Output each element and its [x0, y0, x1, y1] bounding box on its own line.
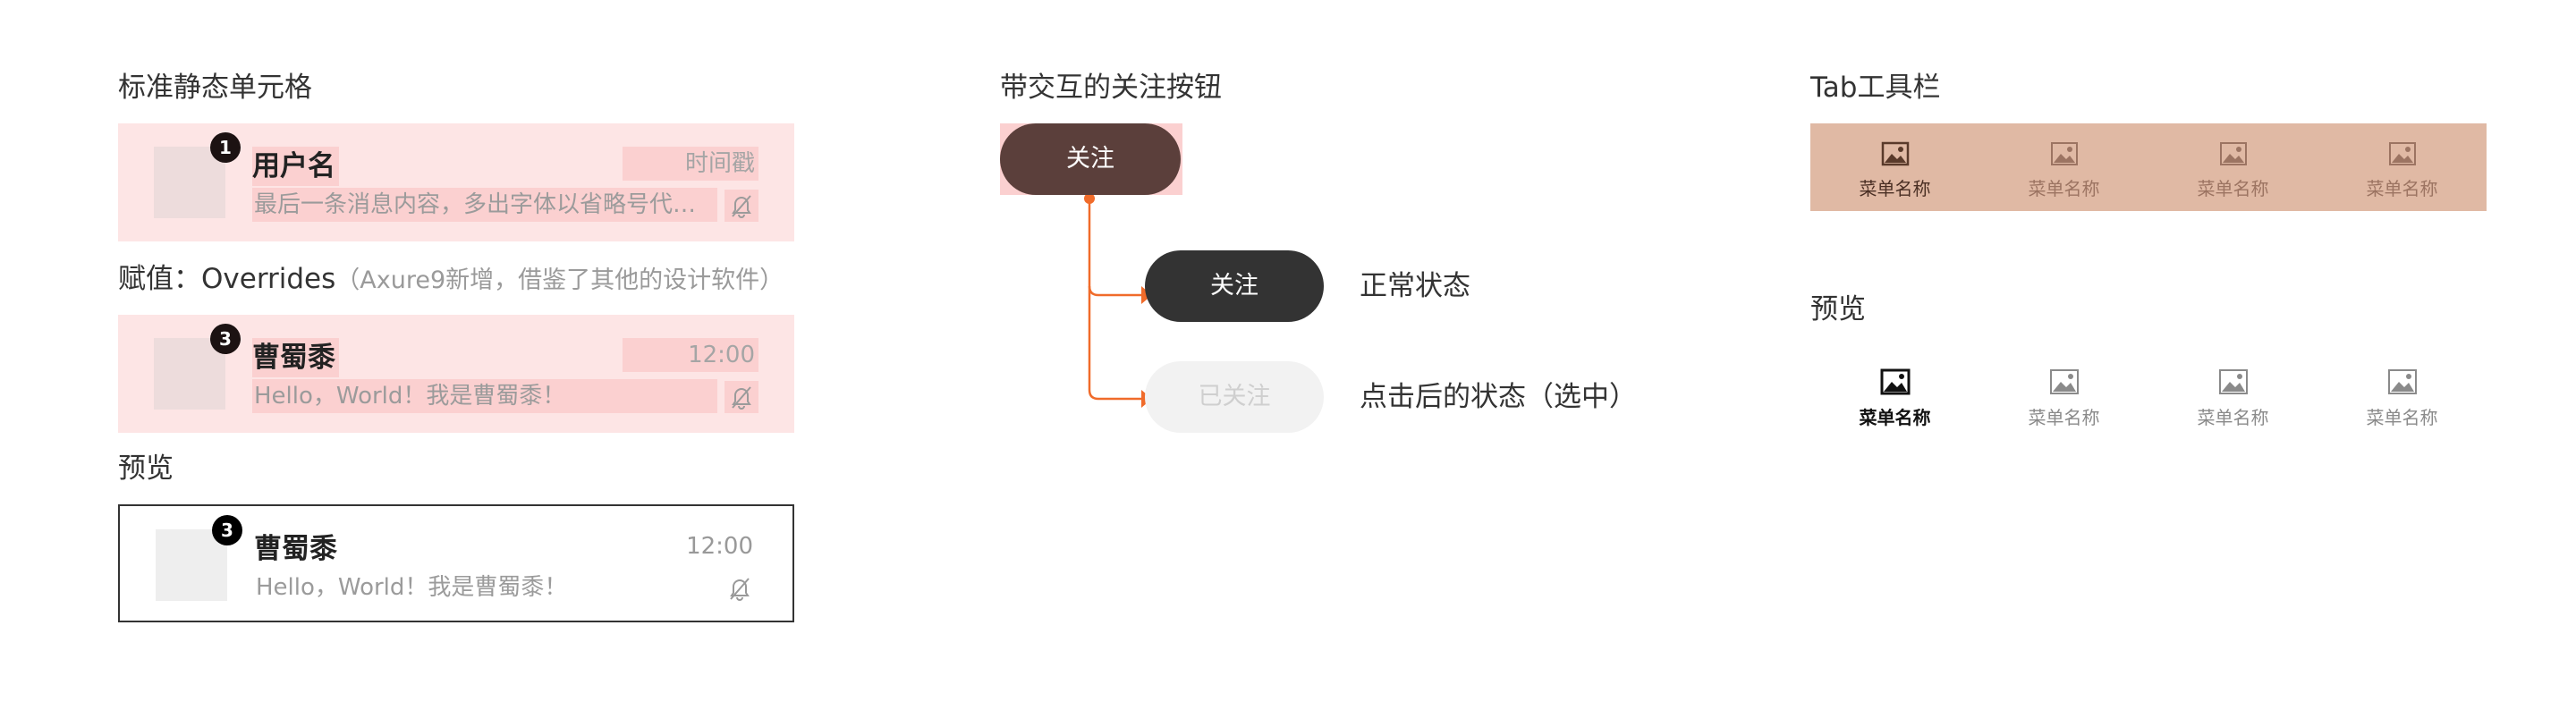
timestamp: 12:00: [686, 533, 753, 560]
section-title-static-cell: 标准静态单元格: [118, 72, 312, 104]
image-icon: [2220, 142, 2247, 165]
image-icon: [2389, 142, 2416, 165]
last-message: Hello，World！我是曹蜀黍！: [252, 379, 717, 413]
last-message: Hello，World！我是曹蜀黍！: [256, 574, 568, 601]
username: 曹蜀黍: [252, 338, 339, 377]
avatar: [154, 338, 225, 410]
state-label-normal: 正常状态: [1360, 270, 1470, 302]
tab-item[interactable]: 菜单名称: [1979, 123, 2148, 211]
tab-label: 菜单名称: [2366, 178, 2438, 199]
mute-bell-icon: [724, 381, 758, 413]
tab-label: 菜单名称: [2197, 178, 2269, 199]
section-title-follow-button: 带交互的关注按钮: [1000, 72, 1222, 104]
section-title-tab-toolbar: Tab工具栏: [1810, 72, 1941, 104]
tab-item[interactable]: 菜单名称: [2318, 123, 2487, 211]
unread-badge: 3: [212, 515, 242, 545]
message-cell-override[interactable]: 3 曹蜀黍 12:00 Hello，World！我是曹蜀黍！: [118, 315, 794, 433]
image-icon: [2051, 142, 2078, 165]
mute-bell-icon: [724, 190, 758, 222]
tab-label: 菜单名称: [1859, 407, 1931, 428]
follow-button[interactable]: 关注: [1000, 123, 1181, 195]
timestamp: 时间戳: [623, 147, 758, 181]
state-connector: [1084, 193, 1152, 408]
preview-tab-item[interactable]: 菜单名称: [2148, 361, 2318, 442]
image-icon: [2219, 369, 2248, 394]
tab-toolbar: 菜单名称 菜单名称 菜单名称 菜单名称: [1810, 123, 2487, 211]
section-title-overrides: 赋值：Overrides（Axure9新增，借鉴了其他的设计软件）: [118, 261, 784, 299]
preview-tab-item[interactable]: 菜单名称: [1979, 361, 2148, 442]
image-icon: [2388, 369, 2417, 394]
tab-label: 菜单名称: [2028, 407, 2100, 428]
username: 用户名: [252, 147, 339, 186]
message-cell-preview[interactable]: 3 曹蜀黍 12:00 Hello，World！我是曹蜀黍！: [118, 504, 794, 622]
overrides-note: （Axure9新增，借鉴了其他的设计软件）: [335, 266, 784, 294]
tab-item[interactable]: 菜单名称: [1810, 123, 1979, 211]
tab-item[interactable]: 菜单名称: [2148, 123, 2318, 211]
section-title-preview: 预览: [118, 452, 174, 485]
follow-button-normal[interactable]: 关注: [1145, 250, 1324, 322]
tab-label: 菜单名称: [1859, 178, 1931, 199]
unread-badge: 3: [210, 324, 241, 354]
follow-button-selected[interactable]: 已关注: [1145, 361, 1324, 433]
username: 曹蜀黍: [254, 533, 337, 565]
section-title-tab-preview: 预览: [1810, 293, 1866, 325]
state-label-selected: 点击后的状态（选中）: [1360, 381, 1637, 413]
unread-badge: 1: [210, 132, 241, 163]
image-icon: [1880, 368, 1911, 395]
overrides-label: 赋值：Overrides: [118, 263, 336, 295]
last-message: 最后一条消息内容，多出字体以省略号代替…: [252, 188, 717, 222]
mute-bell-icon: [723, 572, 757, 604]
tab-label: 菜单名称: [2197, 407, 2269, 428]
timestamp: 12:00: [623, 338, 758, 372]
image-icon: [1881, 141, 1910, 166]
preview-tab-item[interactable]: 菜单名称: [2318, 361, 2487, 442]
preview-tab-item[interactable]: 菜单名称: [1810, 361, 1979, 442]
tab-label: 菜单名称: [2366, 407, 2438, 428]
avatar: [154, 147, 225, 218]
message-cell-template[interactable]: 1 用户名 时间戳 最后一条消息内容，多出字体以省略号代替…: [118, 123, 794, 241]
avatar: [156, 529, 227, 601]
image-icon: [2050, 369, 2079, 394]
tab-label: 菜单名称: [2028, 178, 2100, 199]
